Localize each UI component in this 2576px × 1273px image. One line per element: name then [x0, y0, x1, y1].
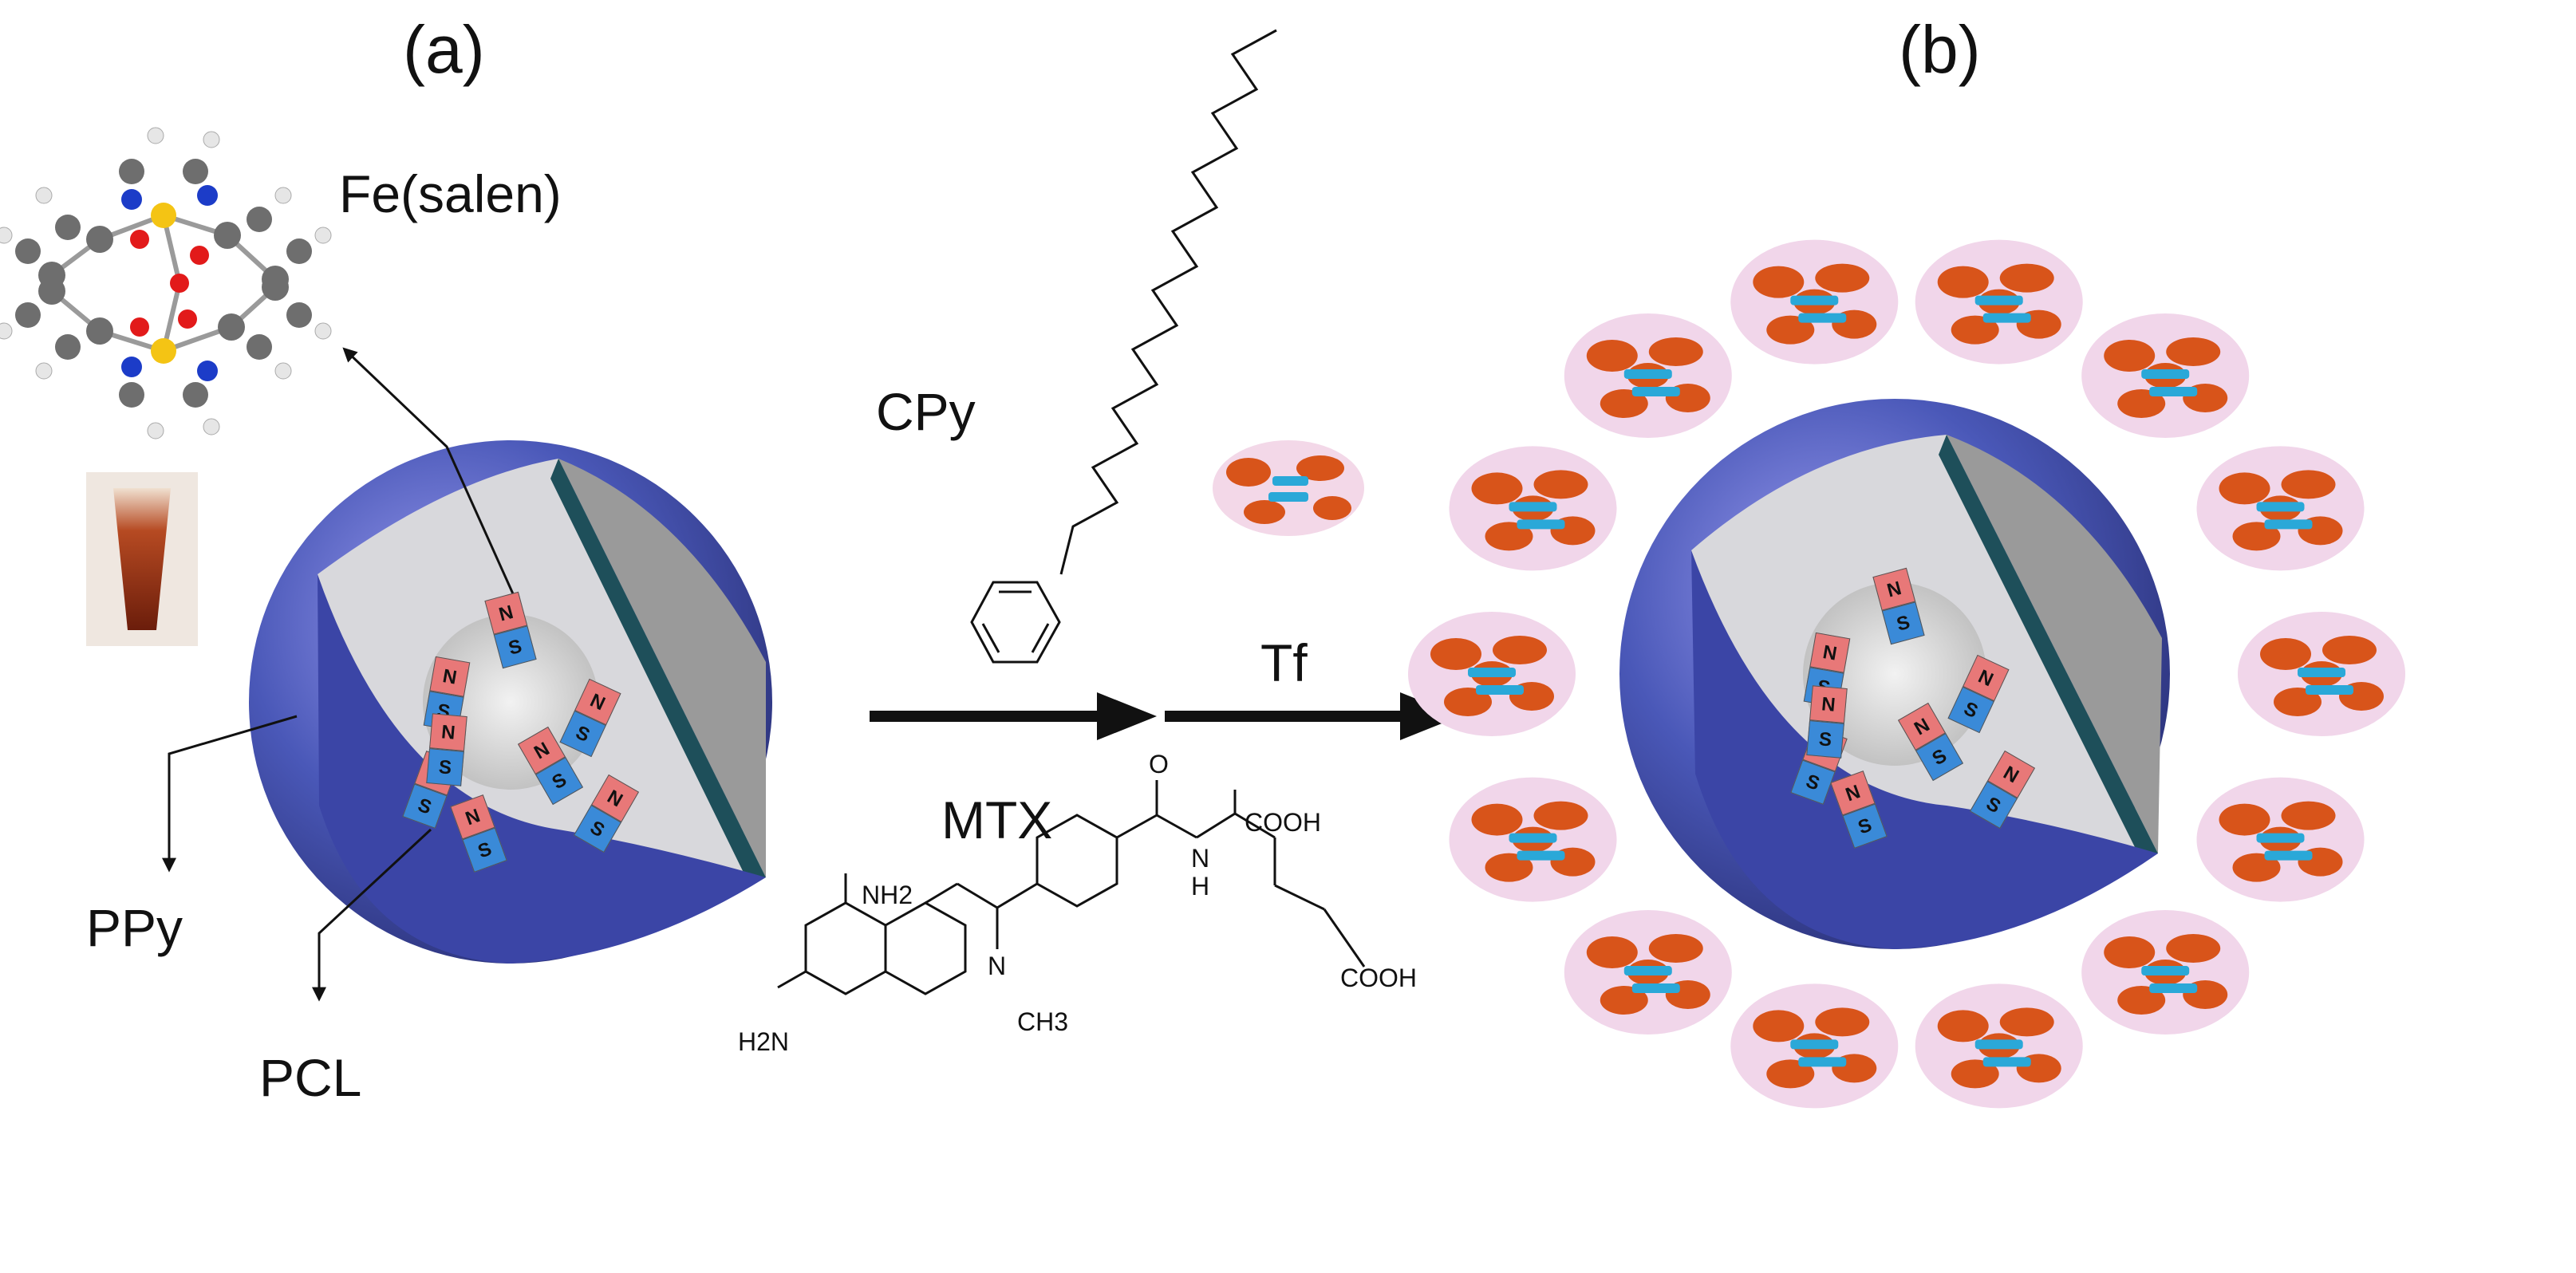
transferrin-protein	[2081, 313, 2250, 438]
magnet-south-pole: S	[426, 748, 464, 786]
panel-label-b: (b)	[1899, 12, 1981, 87]
magnet-north-pole: N	[1809, 632, 1851, 673]
transferrin-protein	[1564, 910, 1732, 1035]
fe-salen-molecule	[0, 127, 332, 439]
transferrin-protein	[1449, 446, 1617, 571]
mtx-amide-n: N	[1191, 844, 1210, 873]
mtx-nh2-top: NH2	[862, 881, 913, 909]
mtx-n-methyl: N	[988, 952, 1007, 980]
transferrin-protein	[2196, 777, 2365, 902]
panel-label-a: (a)	[403, 12, 485, 87]
transferrin-protein	[1564, 313, 1732, 438]
fe-salen-vial-photo	[86, 472, 198, 646]
cpy-label: CPy	[876, 382, 976, 441]
transferrin-shell	[1408, 239, 2405, 1109]
magnet-north-pole: N	[429, 656, 471, 697]
transferrin-protein	[2081, 910, 2250, 1035]
magnet-north-pole: N	[429, 713, 467, 751]
mtx-cooh-right: COOH	[1340, 964, 1417, 992]
transferrin-protein	[1915, 983, 2083, 1109]
transferrin-protein	[1449, 777, 1617, 902]
transferrin-protein	[1408, 612, 1576, 736]
pcl-label: PCL	[259, 1048, 362, 1107]
transferrin-protein	[1730, 239, 1899, 365]
nanoparticle-b	[1619, 399, 2170, 949]
annotation-arrows	[162, 347, 520, 1002]
ppy-label: PPy	[86, 898, 183, 957]
mtx-label: MTX	[941, 790, 1053, 849]
transferrin-protein	[2196, 446, 2365, 571]
mtx-amide-h: H	[1191, 872, 1210, 901]
cpy-structure	[970, 29, 1277, 664]
magnet-south-pole: S	[1806, 720, 1844, 759]
magnet-north-pole: N	[1809, 685, 1848, 723]
transferrin-small	[1213, 440, 1364, 536]
mtx-structure	[777, 780, 1366, 995]
transferrin-protein	[1730, 983, 1899, 1109]
mtx-h2n-left: H2N	[738, 1027, 790, 1056]
nanoparticle-a	[249, 440, 772, 964]
mtx-ch3: CH3	[1017, 1007, 1069, 1036]
fe-salen-label: Fe(salen)	[339, 164, 562, 223]
tf-label: Tf	[1260, 633, 1308, 692]
mtx-cooh-top: COOH	[1245, 808, 1321, 837]
transferrin-protein	[1915, 239, 2083, 365]
process-arrows	[870, 692, 1460, 740]
mtx-carbonyl-o: O	[1149, 750, 1169, 778]
transferrin-protein	[2238, 612, 2405, 736]
